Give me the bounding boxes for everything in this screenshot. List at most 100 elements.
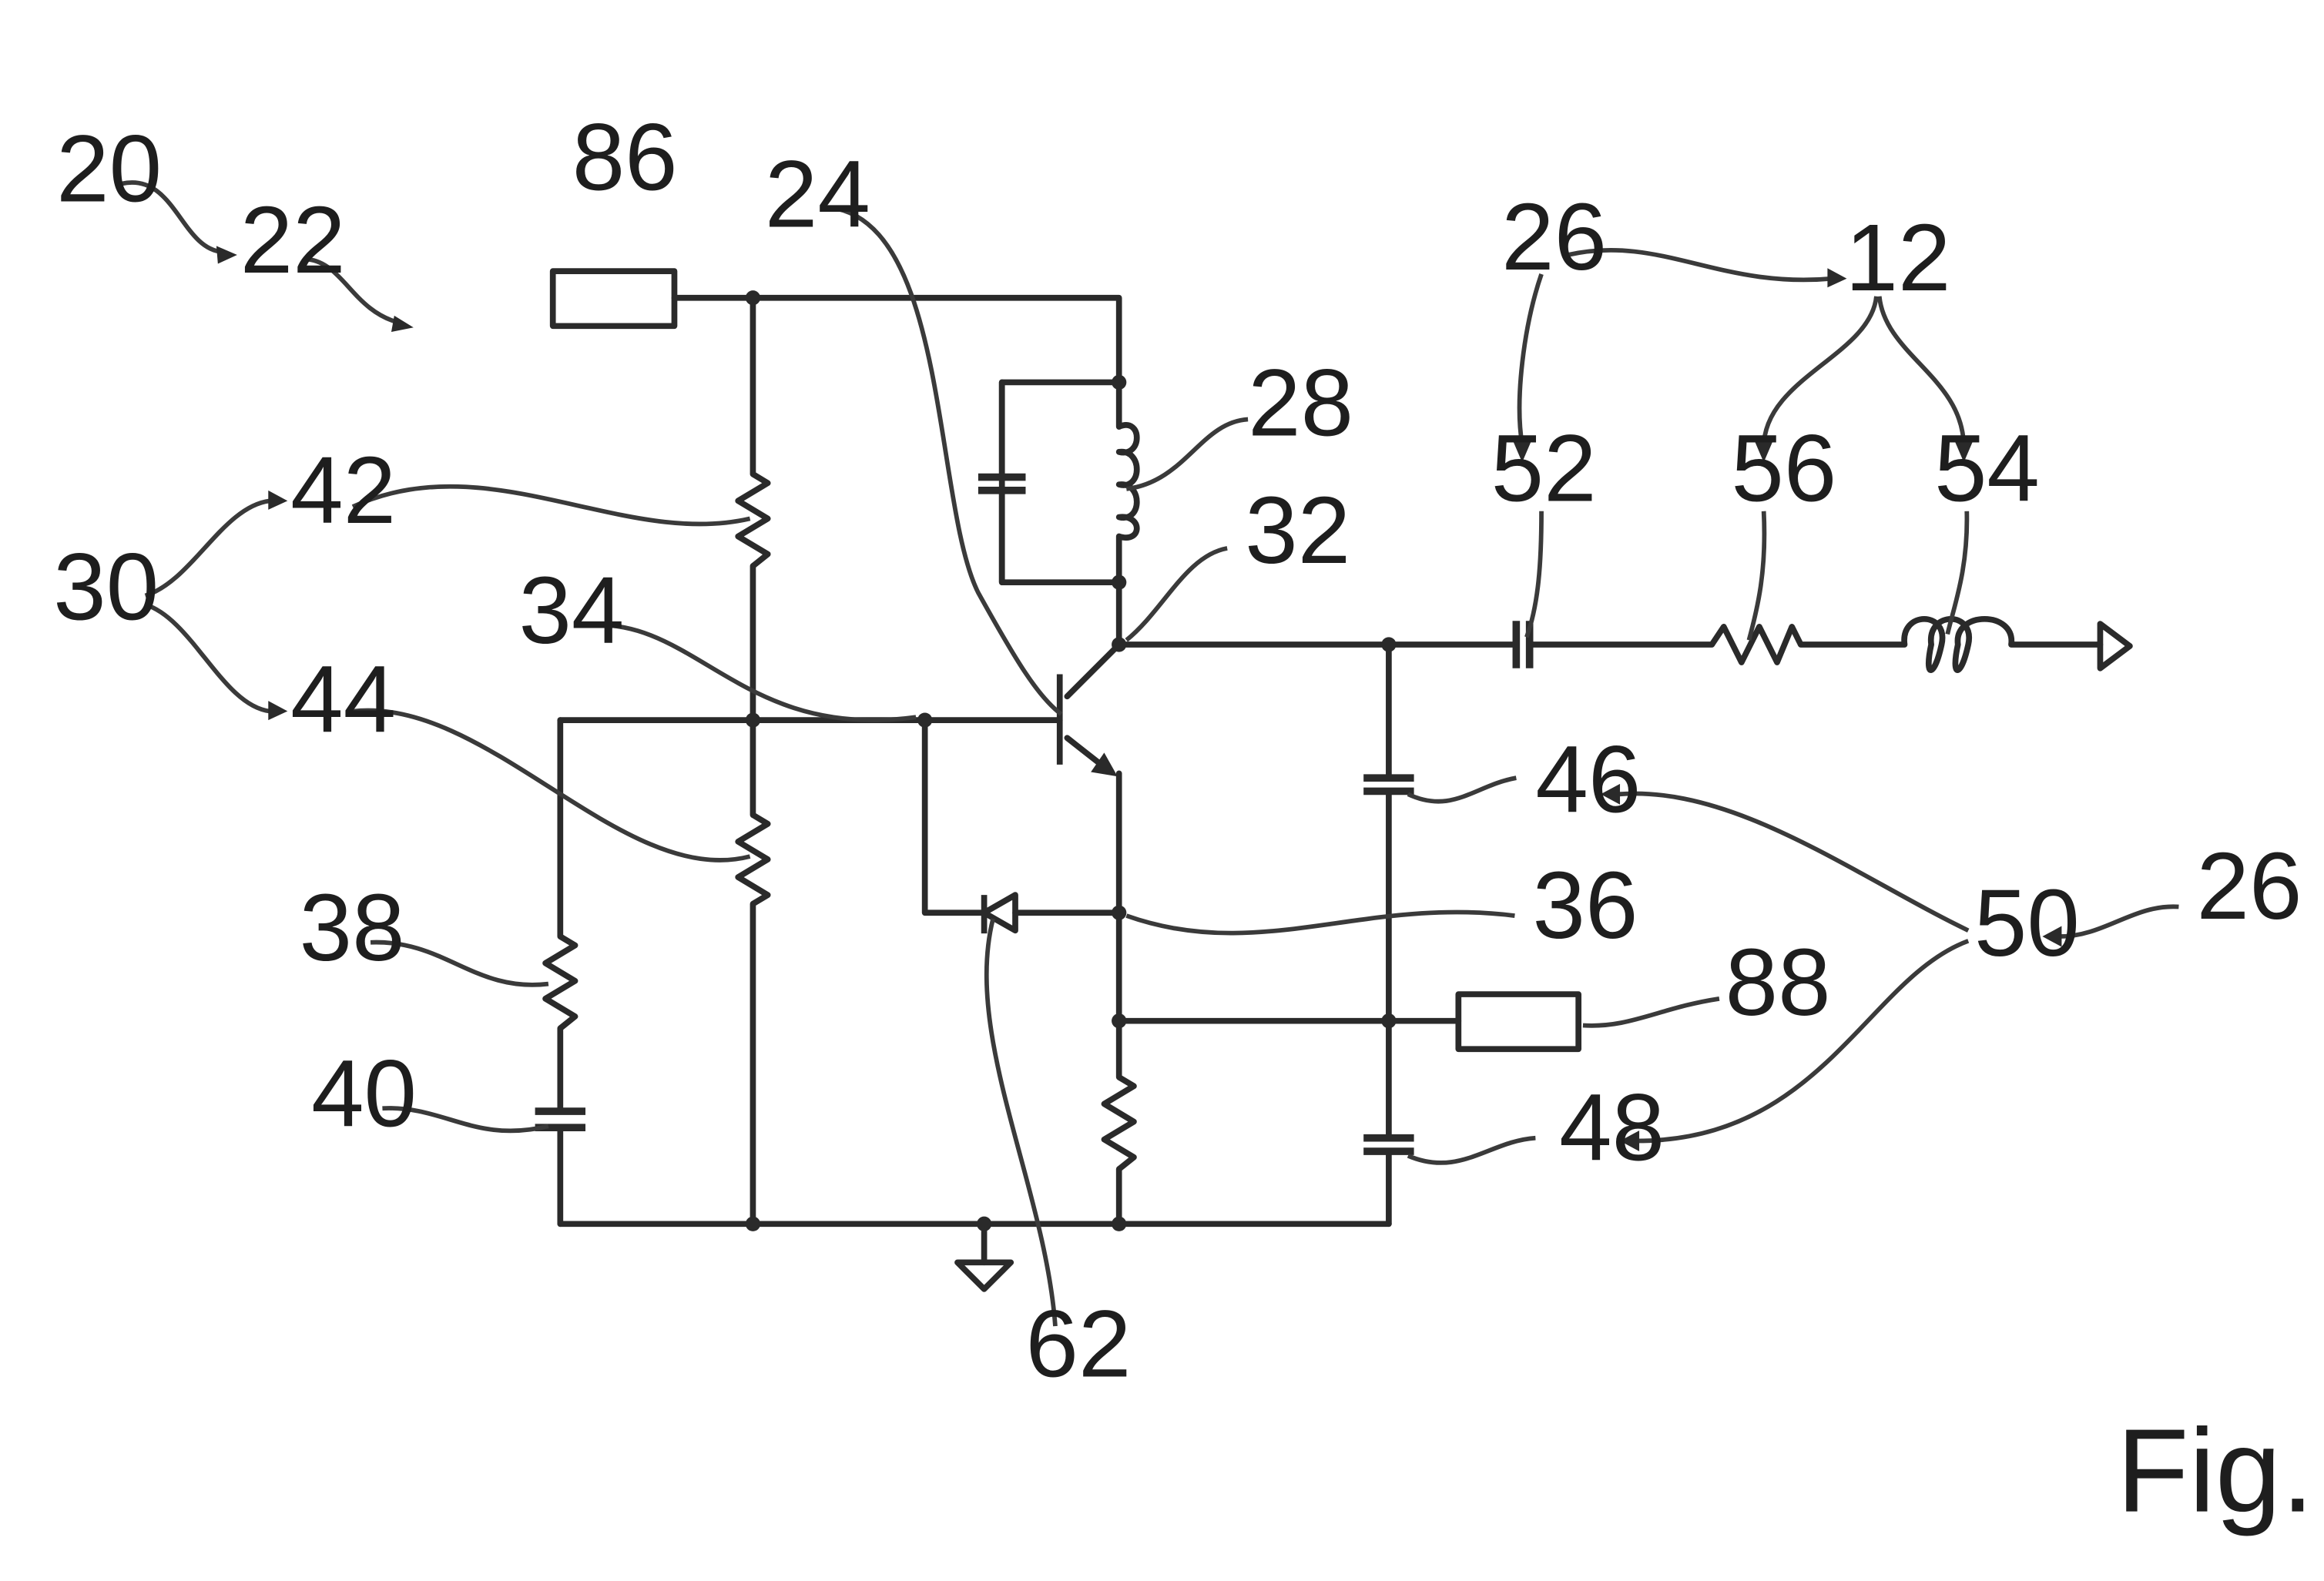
leader-32 bbox=[1125, 546, 1228, 642]
junction-dot bbox=[1112, 574, 1127, 590]
junction-dot bbox=[745, 1216, 761, 1231]
resistor-42 bbox=[735, 471, 771, 569]
leader-26-52 bbox=[1517, 273, 1544, 445]
ref-28: 28 bbox=[1248, 351, 1353, 457]
output-ground-symbol bbox=[2097, 621, 2133, 672]
schematic-components bbox=[535, 268, 2133, 1292]
ref-30: 30 bbox=[53, 534, 159, 640]
resistor-emitter bbox=[1101, 1074, 1137, 1172]
reference-labels: 20 22 86 24 26 12 28 52 56 54 42 30 32 3… bbox=[53, 105, 2324, 1536]
schematic-wiring bbox=[557, 294, 2104, 1266]
arrowhead-54 bbox=[1954, 441, 1973, 463]
arrowhead-48 bbox=[1620, 1130, 1640, 1152]
ref-52: 52 bbox=[1491, 416, 1597, 521]
ref-54: 54 bbox=[1934, 416, 2040, 521]
junction-dot bbox=[1112, 1216, 1127, 1231]
leader-lines bbox=[121, 180, 2179, 1327]
ref-20: 20 bbox=[56, 117, 162, 223]
arrowhead-12 bbox=[1827, 268, 1847, 288]
ref-26-right: 26 bbox=[2197, 834, 2302, 940]
diode-62 bbox=[981, 892, 1018, 934]
leader-30-42 bbox=[144, 498, 270, 598]
ref-24: 24 bbox=[765, 142, 870, 247]
leader-34 bbox=[586, 622, 917, 723]
emitter-arrow bbox=[1091, 752, 1118, 777]
arrowhead-56 bbox=[1755, 441, 1773, 463]
junction-dots bbox=[745, 290, 1397, 1231]
leader-50-48 bbox=[1636, 939, 1970, 1144]
ref-56: 56 bbox=[1731, 416, 1836, 521]
arrowhead-52 bbox=[1513, 441, 1531, 463]
junction-dot bbox=[917, 712, 933, 728]
coil-28 bbox=[1115, 422, 1140, 541]
leader-12-54 bbox=[1876, 296, 1967, 448]
ref-32: 32 bbox=[1245, 478, 1350, 584]
leader-48 bbox=[1407, 1135, 1536, 1165]
ref-12: 12 bbox=[1846, 206, 1951, 311]
block-88 bbox=[1455, 991, 1582, 1053]
leader-20-22 bbox=[121, 180, 223, 254]
arrowhead-22-target bbox=[391, 315, 414, 332]
junction-dot bbox=[1112, 374, 1127, 390]
leader-42 bbox=[351, 484, 751, 527]
arrowhead-50 bbox=[2042, 926, 2062, 947]
leader-50-46 bbox=[1618, 791, 1970, 933]
arrowhead-42 bbox=[268, 490, 288, 510]
leader-26-50 bbox=[2060, 904, 2179, 939]
top-rail-wire bbox=[671, 294, 1122, 386]
junction-dot bbox=[1381, 1013, 1397, 1029]
junction-dot bbox=[1112, 637, 1127, 652]
ref-34: 34 bbox=[518, 558, 624, 664]
resistor-38 bbox=[542, 933, 578, 1031]
junction-dot bbox=[1112, 1013, 1127, 1029]
ref-22: 22 bbox=[240, 188, 346, 293]
leader-40 bbox=[382, 1106, 549, 1134]
leader-56 bbox=[1746, 511, 1767, 641]
leader-12-56 bbox=[1761, 296, 1879, 448]
leader-44 bbox=[352, 708, 751, 863]
leader-36 bbox=[1125, 909, 1515, 936]
ref-46: 46 bbox=[1535, 727, 1641, 832]
ref-42: 42 bbox=[290, 438, 396, 544]
ref-50: 50 bbox=[1974, 871, 2080, 976]
ref-44: 44 bbox=[290, 647, 396, 752]
capacitor-48 bbox=[1363, 1134, 1414, 1155]
ref-88: 88 bbox=[1725, 930, 1831, 1036]
junction-dot bbox=[745, 290, 761, 306]
arrowhead-46 bbox=[1601, 783, 1621, 805]
tank-wire bbox=[998, 379, 1122, 586]
leader-30-44 bbox=[144, 602, 270, 714]
junction-dot bbox=[976, 1216, 992, 1231]
leader-88 bbox=[1582, 996, 1720, 1028]
ref-26-top: 26 bbox=[1501, 185, 1607, 290]
ref-86: 86 bbox=[572, 105, 678, 210]
resistor-56 bbox=[1709, 624, 1804, 665]
ref-62: 62 bbox=[1025, 1291, 1131, 1397]
junction-dot bbox=[745, 712, 761, 728]
arrowhead-22 bbox=[216, 246, 237, 264]
ref-40: 40 bbox=[311, 1041, 417, 1147]
ref-48: 48 bbox=[1559, 1076, 1665, 1181]
leader-38 bbox=[370, 940, 549, 987]
leader-52 bbox=[1524, 511, 1544, 638]
leader-28 bbox=[1125, 417, 1249, 491]
collector-wire bbox=[1064, 579, 1122, 700]
leader-26-12 bbox=[1568, 247, 1833, 283]
capacitor-46 bbox=[1363, 774, 1414, 796]
leader-22 bbox=[307, 256, 401, 326]
junction-dot bbox=[1381, 637, 1397, 652]
figure-caption: Fig. 5 bbox=[2117, 1405, 2324, 1537]
leader-24 bbox=[830, 205, 1063, 716]
junction-dot bbox=[1112, 905, 1127, 920]
block-86 bbox=[549, 268, 678, 330]
arrowhead-44 bbox=[268, 701, 288, 721]
ref-38: 38 bbox=[300, 876, 405, 981]
leader-62 bbox=[984, 918, 1058, 1327]
leader-arrowheads bbox=[216, 246, 2062, 1152]
ground-symbol bbox=[954, 1259, 1014, 1292]
coil-54 bbox=[1901, 615, 2014, 673]
leader-54 bbox=[1945, 511, 1970, 635]
feedback-wire bbox=[921, 717, 988, 916]
resistor-44 bbox=[735, 812, 771, 906]
